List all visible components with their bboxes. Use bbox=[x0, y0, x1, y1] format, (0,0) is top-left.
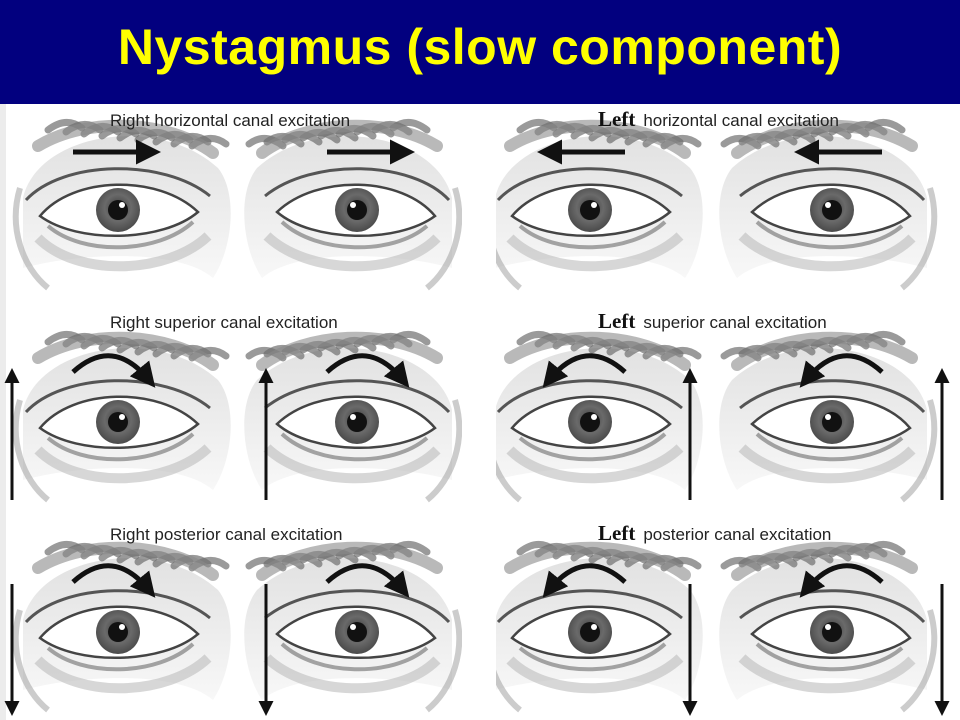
panel-4-side-word: Left bbox=[598, 309, 635, 333]
panel-4-eye-2 bbox=[719, 331, 938, 503]
panel-4-label: Left superior canal excitation bbox=[598, 309, 827, 333]
slide-title: Nystagmus (slow component) bbox=[117, 19, 843, 75]
panel-2-label: Left horizontal canal excitation bbox=[598, 107, 839, 131]
panel-6-label-text: posterior canal excitation bbox=[643, 525, 831, 544]
panel-1-eye-1 bbox=[12, 119, 231, 291]
panel-5-eye-1 bbox=[12, 541, 231, 713]
panel-4-label-text: superior canal excitation bbox=[643, 313, 826, 332]
panel-1-label: Right horizontal canal excitation bbox=[110, 111, 350, 130]
panel-6-eye-1 bbox=[484, 541, 703, 713]
panel-3-slow-phase-arrow-2 bbox=[325, 353, 410, 388]
panel-6-side-word: Left bbox=[598, 521, 635, 545]
panel-2-label-text: horizontal canal excitation bbox=[643, 111, 839, 130]
panel-4-slow-phase-arrow-2 bbox=[799, 353, 884, 388]
panel-5-label: Right posterior canal excitation bbox=[110, 525, 342, 544]
panel-3-label: Right superior canal excitation bbox=[110, 313, 338, 332]
panel-6-slow-phase-arrow-2 bbox=[799, 563, 884, 598]
panel-4-eye-1 bbox=[484, 331, 703, 503]
panel-2-eye-1 bbox=[484, 119, 703, 291]
title-bar: Nystagmus (slow component) bbox=[0, 0, 960, 104]
panel-5-slow-phase-arrow-1 bbox=[71, 563, 156, 598]
center-gap bbox=[462, 104, 496, 720]
panel-3-eye-1 bbox=[12, 331, 231, 503]
left-edge-strip bbox=[0, 104, 6, 720]
panel-5-slow-phase-arrow-2 bbox=[325, 563, 410, 598]
panel-6-label: Left posterior canal excitation bbox=[598, 521, 831, 545]
panel-2-side-word: Left bbox=[598, 107, 635, 131]
panel-1-eye-2 bbox=[244, 119, 463, 291]
panel-6-slow-phase-arrow-1 bbox=[542, 563, 627, 598]
panel-2-eye-2 bbox=[719, 119, 938, 291]
panel-3-slow-phase-arrow-1 bbox=[71, 353, 156, 388]
panel-6-eye-2 bbox=[719, 541, 938, 713]
panel-4-slow-phase-arrow-1 bbox=[542, 353, 627, 388]
